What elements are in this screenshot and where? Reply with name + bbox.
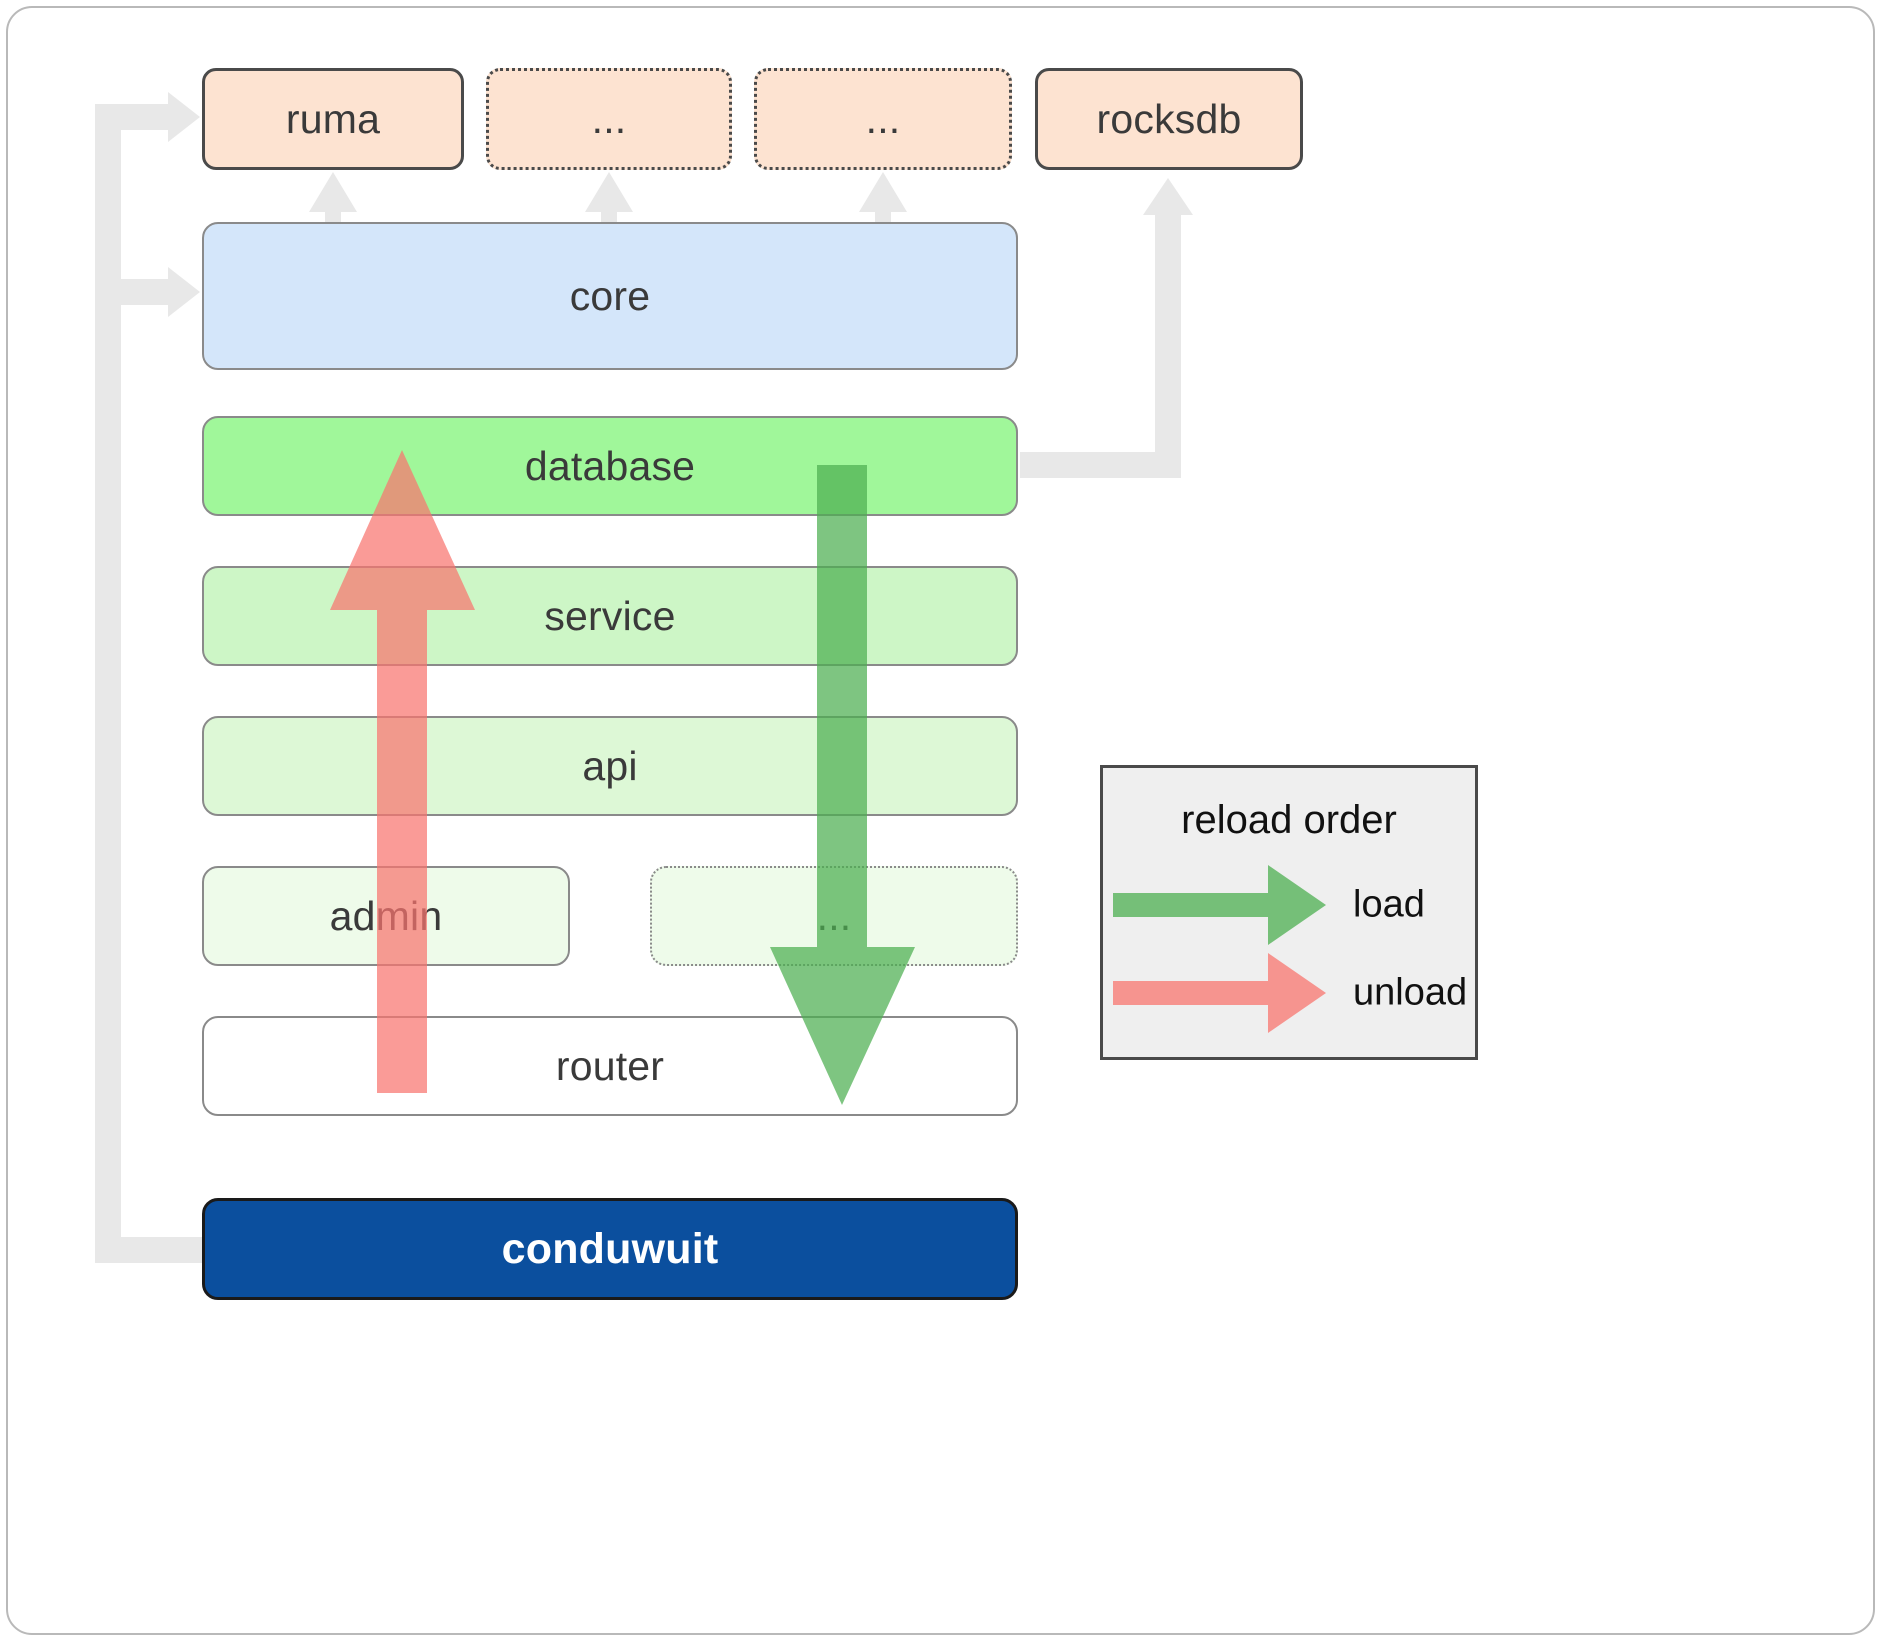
legend-load-label: load xyxy=(1353,883,1425,926)
node-admin[interactable]: admin xyxy=(202,866,570,966)
arrow-core-to-ruma xyxy=(309,172,357,230)
load-arrow-icon xyxy=(1113,865,1326,945)
unload-arrow-icon xyxy=(1113,953,1326,1033)
arrow-core-to-ellipsis-2 xyxy=(859,172,907,230)
legend-unload-label: unload xyxy=(1353,971,1468,1014)
node-router-label: router xyxy=(555,1042,665,1089)
node-core-label: core xyxy=(569,272,651,319)
node-api-label: api xyxy=(582,742,638,789)
node-database-label: database xyxy=(524,442,696,489)
node-rocksdb-label: rocksdb xyxy=(1096,95,1242,142)
node-admin-label: admin xyxy=(329,892,443,939)
arrow-core-to-ellipsis-1 xyxy=(585,172,633,230)
node-router[interactable]: router xyxy=(202,1016,1018,1116)
node-database[interactable]: database xyxy=(202,416,1018,516)
node-service[interactable]: service xyxy=(202,566,1018,666)
node-core[interactable]: core xyxy=(202,222,1018,370)
node-api[interactable]: api xyxy=(202,716,1018,816)
node-conduwuit-label: conduwuit xyxy=(501,1224,719,1273)
legend-panel: reload order load unload xyxy=(1100,765,1478,1060)
node-ellipsis-admin-row-label: ... xyxy=(816,892,852,939)
node-ellipsis-top-1[interactable]: ... xyxy=(486,68,732,170)
node-ellipsis-admin-row[interactable]: ... xyxy=(650,866,1018,966)
node-rocksdb[interactable]: rocksdb xyxy=(1035,68,1303,170)
node-ellipsis-top-1-label: ... xyxy=(591,95,627,142)
node-ruma-label: ruma xyxy=(285,95,381,142)
node-ruma[interactable]: ruma xyxy=(202,68,464,170)
node-service-label: service xyxy=(544,592,676,639)
node-conduwuit[interactable]: conduwuit xyxy=(202,1198,1018,1300)
legend-row-unload: unload xyxy=(1103,953,1475,1033)
legend-row-load: load xyxy=(1103,865,1475,945)
node-ellipsis-top-2-label: ... xyxy=(865,95,901,142)
legend-title: reload order xyxy=(1181,798,1397,842)
node-ellipsis-top-2[interactable]: ... xyxy=(754,68,1012,170)
